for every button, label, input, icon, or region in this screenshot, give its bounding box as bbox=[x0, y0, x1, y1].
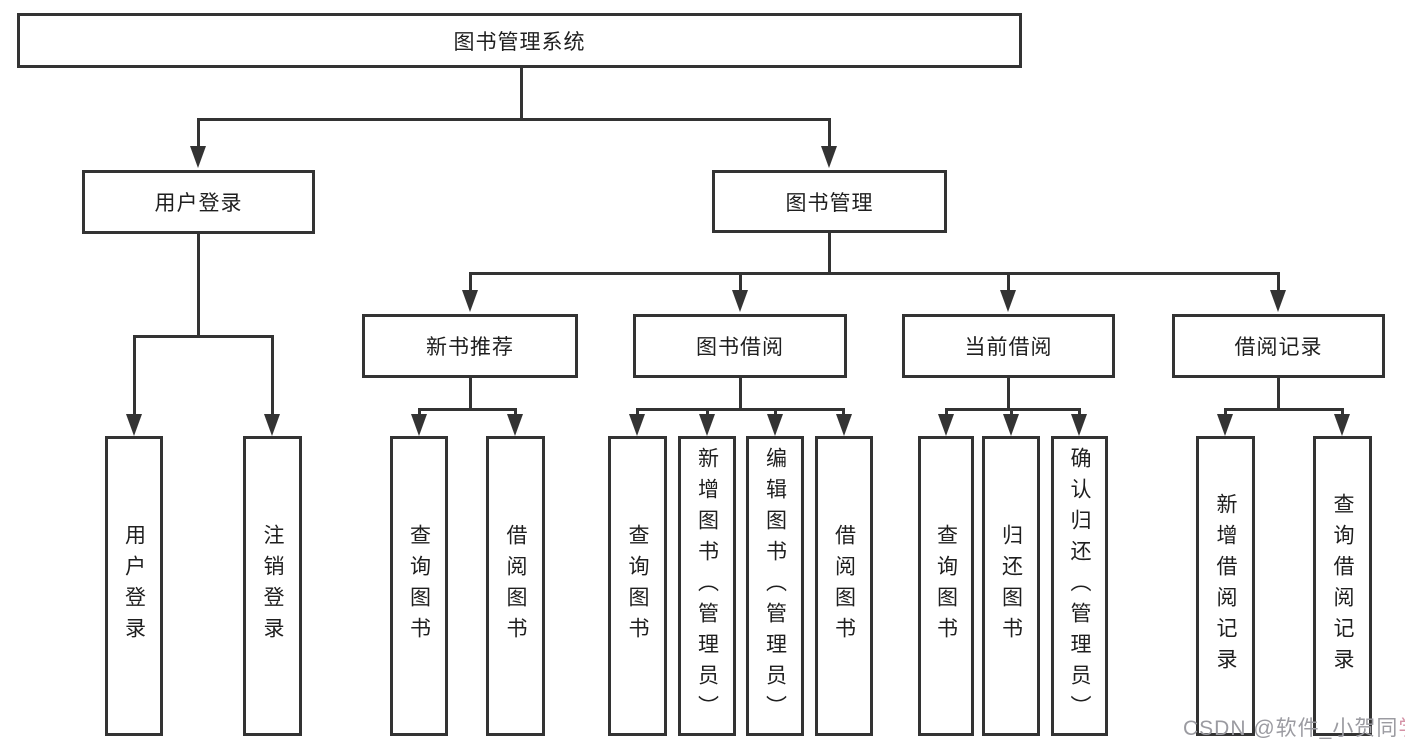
node-user-login: 用户登录 bbox=[82, 170, 315, 234]
leaf-confirm-return-admin: 确认归还（管理员） bbox=[1051, 436, 1108, 736]
connector-to-borrow1 bbox=[514, 408, 517, 416]
connector-book-borrow-span bbox=[636, 408, 843, 411]
arrowhead-to-borrow1 bbox=[507, 414, 523, 436]
connector-to-new-book bbox=[469, 272, 472, 290]
connector-book-borrow-trunk bbox=[739, 378, 742, 408]
leaf-borrow-books-2: 借阅图书 bbox=[815, 436, 873, 736]
arrowhead-to-leaf-user-login bbox=[126, 414, 142, 436]
arrowhead-to-query3 bbox=[938, 414, 954, 436]
leaf-confirm-return-admin-label: 确认归还（管理员） bbox=[1068, 446, 1091, 726]
arrowhead-to-book-borrow bbox=[732, 290, 748, 312]
node-current-borrow: 当前借阅 bbox=[902, 314, 1115, 378]
arrowhead-to-add-books bbox=[699, 414, 715, 436]
arrowhead-to-confirm-return bbox=[1071, 414, 1087, 436]
csdn-watermark-accent: 学 bbox=[1398, 717, 1405, 740]
leaf-query-books-1: 查询图书 bbox=[390, 436, 448, 736]
connector-root-span bbox=[197, 118, 831, 121]
connector-to-borrow2 bbox=[842, 408, 845, 416]
connector-to-add-books bbox=[706, 408, 709, 416]
connector-to-query3 bbox=[945, 408, 948, 416]
connector-to-return-books bbox=[1010, 408, 1013, 416]
connector-to-book-management bbox=[828, 118, 831, 146]
connector-borrow-records-span bbox=[1224, 408, 1342, 411]
leaf-logout: 注销登录 bbox=[243, 436, 302, 736]
connector-to-edit-books bbox=[774, 408, 777, 416]
connector-to-confirm-return bbox=[1078, 408, 1081, 416]
arrowhead-to-new-book bbox=[462, 290, 478, 312]
leaf-add-books-admin: 新增图书（管理员） bbox=[678, 436, 736, 736]
arrowhead-to-user-login bbox=[190, 146, 206, 168]
connector-to-query1 bbox=[418, 408, 421, 416]
arrowhead-to-return-books bbox=[1003, 414, 1019, 436]
connector-to-add-record bbox=[1224, 408, 1227, 416]
connector-current-borrow-trunk bbox=[1007, 378, 1010, 408]
leaf-user-login-label: 用户登录 bbox=[122, 524, 146, 648]
leaf-query-books-2-label: 查询图书 bbox=[626, 524, 649, 648]
leaf-query-books-1-label: 查询图书 bbox=[407, 524, 431, 648]
leaf-borrow-books-1-label: 借阅图书 bbox=[504, 524, 527, 648]
leaf-return-books: 归还图书 bbox=[982, 436, 1040, 736]
arrowhead-to-query2 bbox=[629, 414, 645, 436]
connector-to-borrow-records bbox=[1277, 272, 1280, 290]
leaf-add-borrow-record-label: 新增借阅记录 bbox=[1214, 493, 1237, 679]
connector-to-current-borrow bbox=[1007, 272, 1010, 290]
arrowhead-to-query1 bbox=[411, 414, 427, 436]
connector-book-management-span bbox=[469, 272, 1280, 275]
leaf-return-books-label: 归还图书 bbox=[999, 524, 1023, 648]
leaf-query-books-3: 查询图书 bbox=[918, 436, 974, 736]
leaf-query-borrow-record: 查询借阅记录 bbox=[1313, 436, 1372, 736]
arrowhead-to-book-management bbox=[821, 146, 837, 168]
node-book-borrow: 图书借阅 bbox=[633, 314, 847, 378]
connector-book-management-trunk bbox=[828, 233, 831, 272]
connector-to-user-login bbox=[197, 118, 200, 146]
leaf-edit-books-admin: 编辑图书（管理员） bbox=[746, 436, 804, 736]
leaf-query-books-2: 查询图书 bbox=[608, 436, 667, 736]
node-borrow-records: 借阅记录 bbox=[1172, 314, 1385, 378]
arrowhead-to-query-record bbox=[1334, 414, 1350, 436]
leaf-query-borrow-record-label: 查询借阅记录 bbox=[1331, 493, 1354, 679]
connector-to-book-borrow bbox=[739, 272, 742, 290]
connector-to-leaf-user-login bbox=[133, 335, 136, 415]
connector-to-leaf-logout bbox=[271, 335, 274, 415]
connector-to-query-record bbox=[1341, 408, 1344, 416]
leaf-logout-label: 注销登录 bbox=[261, 524, 284, 648]
csdn-watermark: CSDN @软件_小贺同学 bbox=[1183, 712, 1405, 742]
leaf-add-borrow-record: 新增借阅记录 bbox=[1196, 436, 1255, 736]
arrowhead-to-borrow2 bbox=[836, 414, 852, 436]
connector-user-login-trunk bbox=[197, 234, 200, 335]
node-book-management: 图书管理 bbox=[712, 170, 947, 233]
leaf-borrow-books-2-label: 借阅图书 bbox=[832, 524, 856, 648]
connector-root-trunk bbox=[520, 68, 523, 118]
leaf-borrow-books-1: 借阅图书 bbox=[486, 436, 545, 736]
connector-user-login-span bbox=[133, 335, 274, 338]
connector-to-query2 bbox=[636, 408, 639, 416]
leaf-add-books-admin-label: 新增图书（管理员） bbox=[695, 446, 719, 726]
connector-borrow-records-trunk bbox=[1277, 378, 1280, 408]
arrowhead-to-leaf-logout bbox=[264, 414, 280, 436]
arrowhead-to-current-borrow bbox=[1000, 290, 1016, 312]
csdn-watermark-text: CSDN @软件_小贺同 bbox=[1183, 717, 1399, 740]
connector-new-book-trunk bbox=[469, 378, 472, 408]
leaf-query-books-3-label: 查询图书 bbox=[934, 524, 958, 648]
leaf-edit-books-admin-label: 编辑图书（管理员） bbox=[763, 446, 787, 726]
node-new-book-recommend: 新书推荐 bbox=[362, 314, 578, 378]
arrowhead-to-add-record bbox=[1217, 414, 1233, 436]
node-root-system: 图书管理系统 bbox=[17, 13, 1022, 68]
connector-new-book-span bbox=[418, 408, 516, 411]
arrowhead-to-edit-books bbox=[767, 414, 783, 436]
leaf-user-login: 用户登录 bbox=[105, 436, 163, 736]
arrowhead-to-borrow-records bbox=[1270, 290, 1286, 312]
